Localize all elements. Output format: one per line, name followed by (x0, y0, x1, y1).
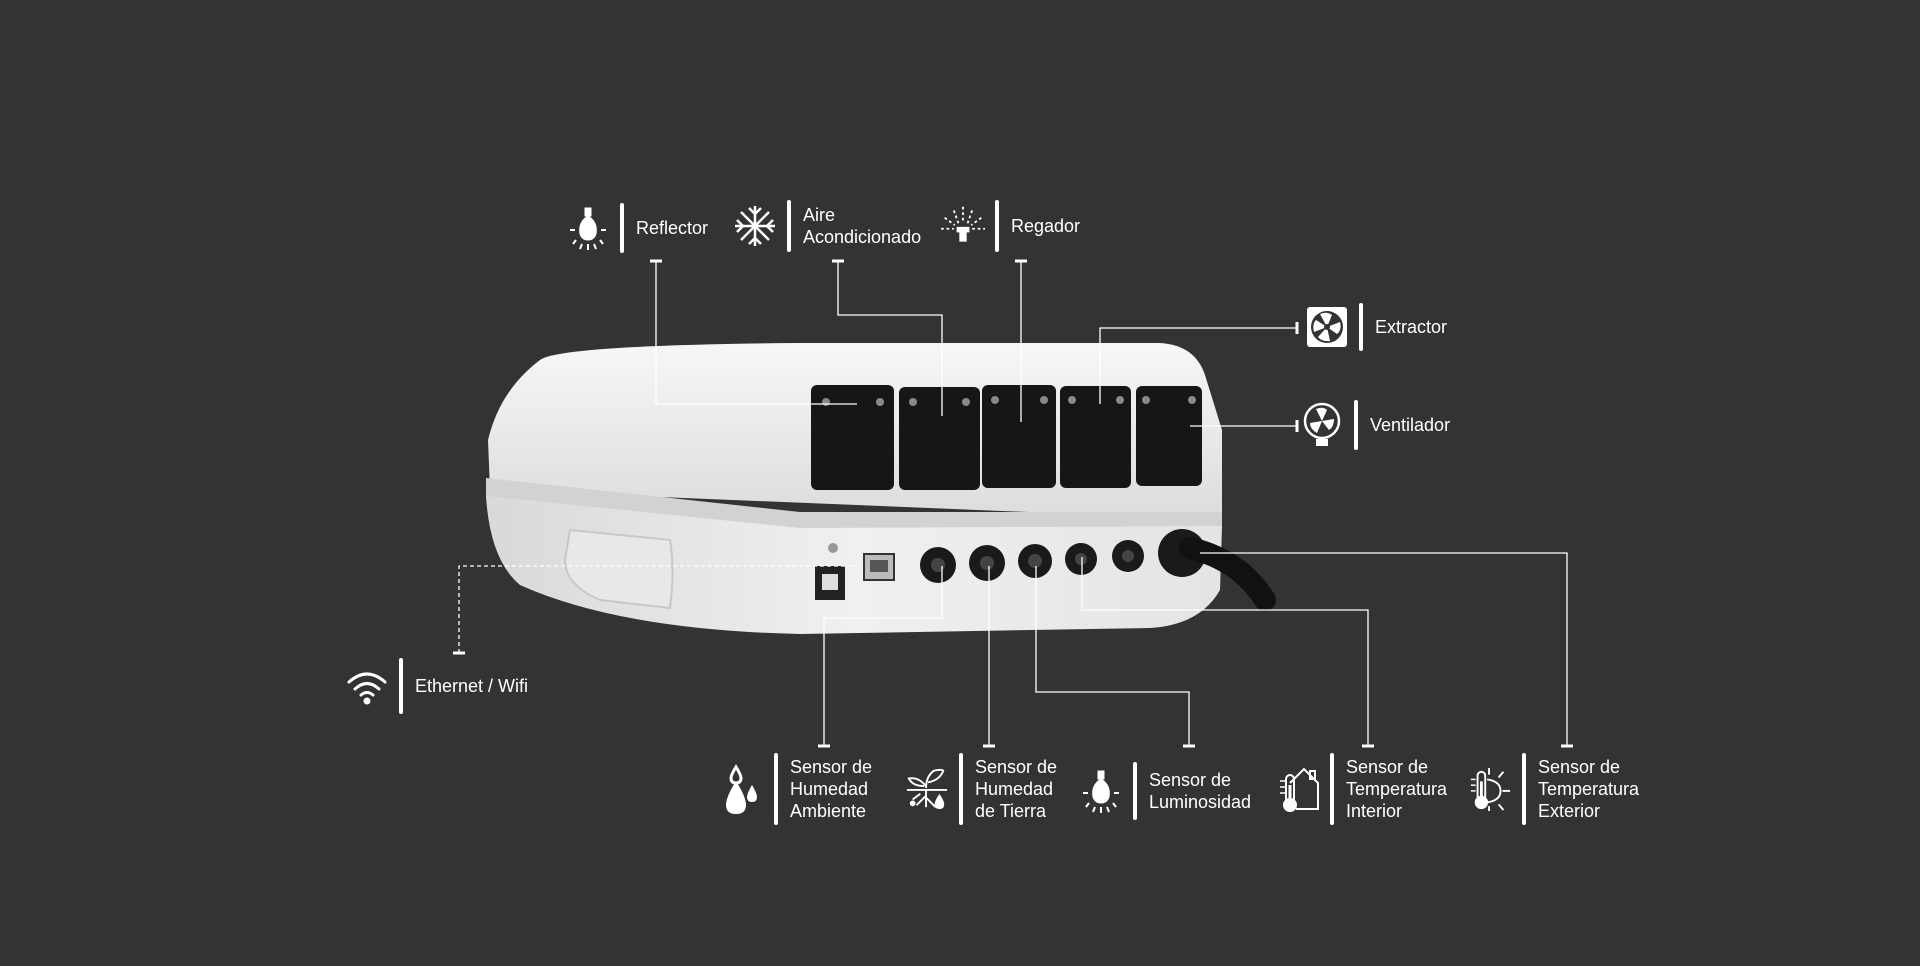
label-text: Sensor de (1346, 757, 1429, 777)
house-thermometer-icon (1276, 764, 1320, 814)
label-text: Humedad (790, 779, 869, 799)
outlets (811, 385, 1202, 490)
bulb-icon (1079, 766, 1123, 816)
label-reflector: Reflector (566, 203, 708, 253)
label-text: Acondicionado (803, 227, 922, 247)
sprinkler-icon (941, 201, 985, 251)
label-ventilador: Ventilador (1300, 400, 1450, 450)
snowflake-icon (733, 201, 777, 251)
water-drops-icon (720, 764, 764, 814)
label-text: Interior (1346, 801, 1403, 821)
label-text: Regador (1011, 216, 1081, 236)
label-text: Ethernet / Wifi (415, 676, 529, 696)
fan-icon (1300, 400, 1344, 450)
label-extractor: Extractor (1305, 302, 1447, 352)
label-text: Humedad (975, 779, 1054, 799)
wifi-icon (345, 661, 389, 711)
extractor-fan-icon (1305, 302, 1349, 352)
label-text: Temperatura (1538, 779, 1640, 799)
label-text: Reflector (636, 218, 709, 238)
label-text: Temperatura (1346, 779, 1448, 799)
label-text: de Tierra (975, 801, 1047, 821)
label-text: Sensor de (790, 757, 873, 777)
sun-thermometer-icon (1468, 764, 1512, 814)
bulb-icon (566, 203, 610, 253)
label-text: Exterior (1538, 801, 1601, 821)
label-text: Ventilador (1370, 415, 1451, 435)
label-text: Ambiente (790, 801, 867, 821)
label-regador: Regador (941, 200, 1080, 252)
label-ethernet-wifi: Ethernet / Wifi (345, 658, 528, 714)
plant-roots-icon (905, 764, 949, 814)
label-text: Sensor de (975, 757, 1058, 777)
label-text: Aire (803, 205, 836, 225)
label-text: Extractor (1375, 317, 1448, 337)
label-text: Sensor de (1149, 770, 1232, 790)
label-text: Sensor de (1538, 757, 1621, 777)
label-text: Luminosidad (1149, 792, 1252, 812)
